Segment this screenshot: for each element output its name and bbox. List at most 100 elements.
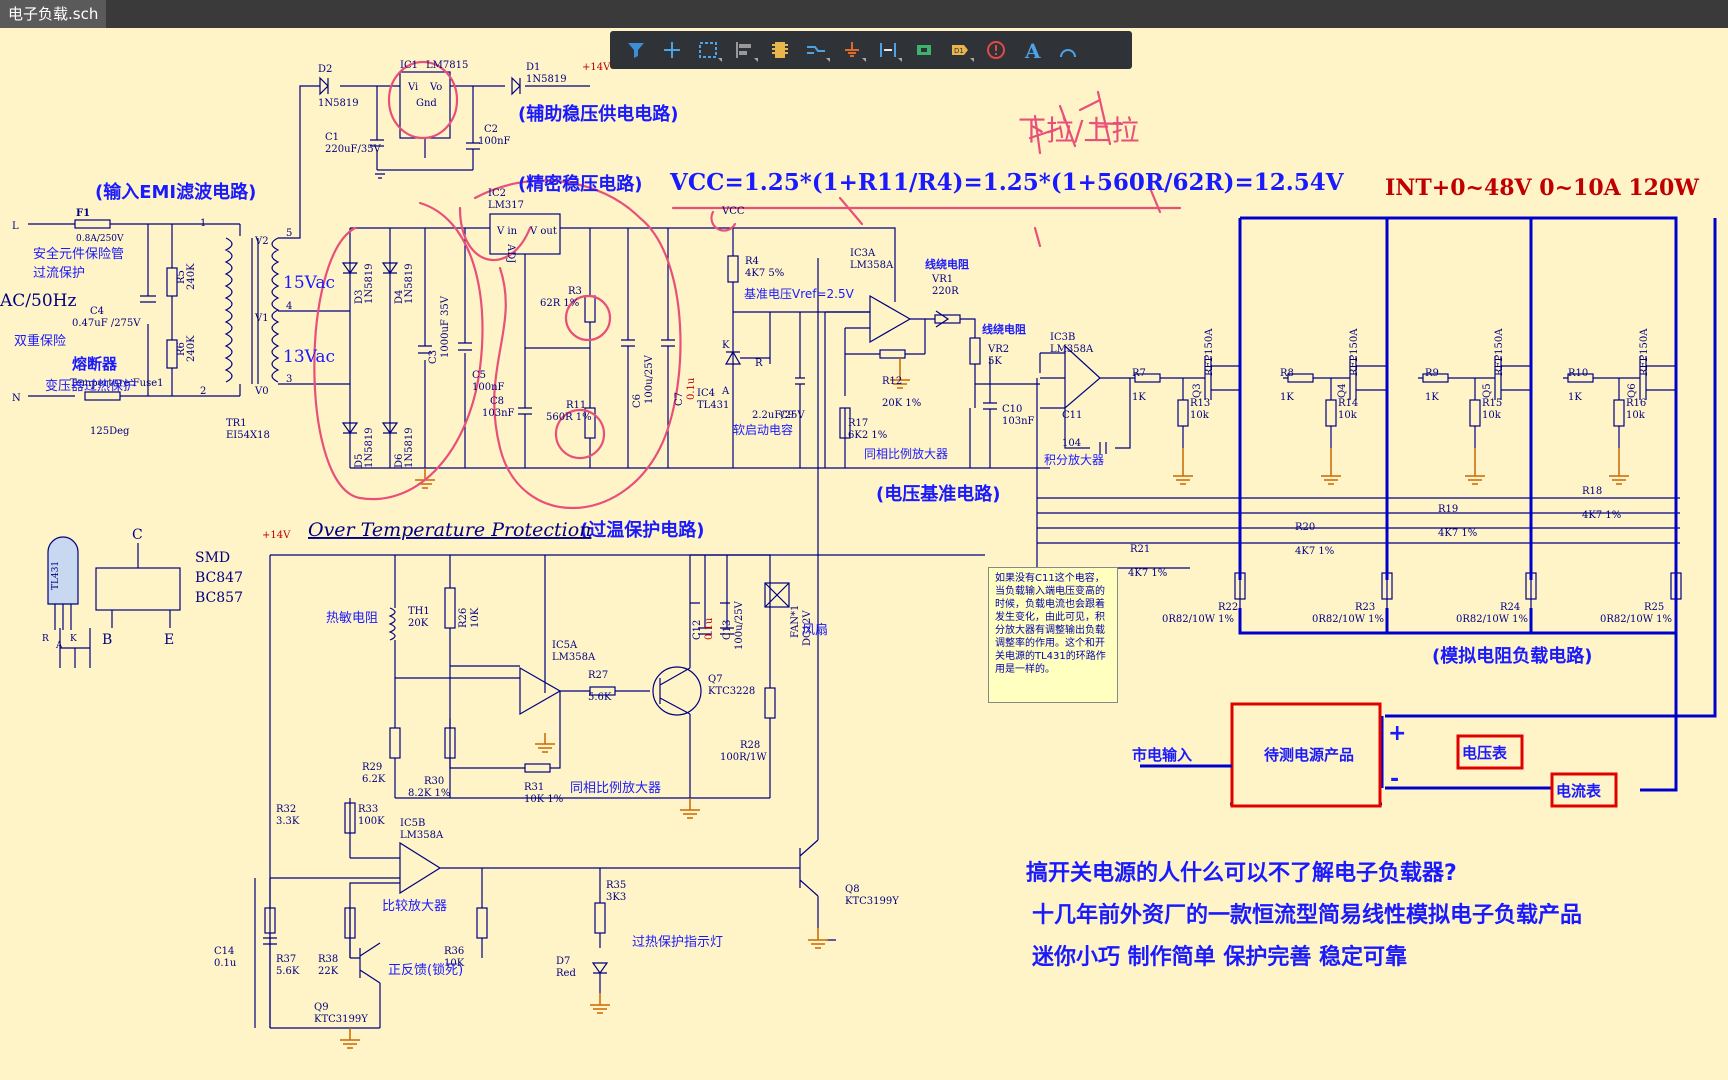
directive-icon[interactable] — [978, 35, 1014, 65]
r10-ref: R10 — [1568, 368, 1588, 379]
r4-val: 4K7 5% — [745, 268, 784, 279]
ic5a-val: LM358A — [552, 652, 596, 663]
bc847-label: BC847 — [195, 570, 243, 586]
section-otp-en: Over Temperature Protection — [308, 519, 591, 541]
r23-ref: R23 — [1355, 602, 1375, 613]
r36-val: 10K — [444, 958, 465, 969]
ic4-ref: IC4 — [697, 388, 715, 399]
arc-icon[interactable] — [1050, 35, 1086, 65]
component-icon[interactable] — [762, 35, 798, 65]
d5-ref: D5 — [354, 454, 365, 468]
r14-ref: R14 — [1338, 398, 1358, 409]
wire-res-1: 线绕电阻 — [925, 257, 969, 271]
align-icon[interactable] — [726, 35, 762, 65]
r12-ref: R12 — [882, 376, 902, 387]
c4-ref: C4 — [90, 306, 104, 317]
r31-ref: R31 — [524, 782, 544, 793]
overcurrent-text: 过流保护 — [33, 266, 85, 281]
ground-icon[interactable] — [834, 35, 870, 65]
r27-val: 5.6K — [588, 692, 612, 703]
bus-icon[interactable] — [870, 35, 906, 65]
r32-val: 3.3K — [276, 816, 300, 827]
integrator-text: 积分放大器 — [1044, 452, 1104, 467]
document-tab[interactable]: 电子负载.sch — [0, 0, 107, 28]
load-spec: INT+0~48V 0~10A 120W — [1385, 175, 1699, 201]
r35-val: 3K3 — [606, 892, 626, 903]
schematic-canvas[interactable]: (输入EMI滤波电路) (辅助稳压供电电路) (精密稳压电路) (电压基准电路)… — [0, 28, 1728, 1080]
net-label-icon[interactable]: D1 — [942, 35, 978, 65]
r18-val: 4K7 1% — [1582, 510, 1621, 521]
slogan-1: 搞开关电源的人什么可以不了解电子负载器? — [1026, 860, 1457, 886]
c3-ref: C3 — [428, 350, 439, 364]
r21-ref: R21 — [1130, 544, 1150, 555]
select-rect-icon[interactable] — [690, 35, 726, 65]
d2-ref: D2 — [318, 64, 332, 75]
c8-ref: C8 — [490, 396, 504, 407]
crosshair-icon[interactable] — [654, 35, 690, 65]
tr-v2: V2 — [254, 236, 269, 247]
pin-e: E — [164, 632, 174, 648]
c14-ref: C14 — [214, 946, 234, 957]
vr1-val: 220R — [932, 286, 959, 297]
mains-input-label: 市电输入 — [1132, 746, 1192, 764]
r12-val: 20K 1% — [882, 398, 921, 409]
c6-ref: C6 — [632, 394, 643, 408]
port-icon[interactable] — [906, 35, 942, 65]
r24-val: 0R82/10W 1% — [1456, 614, 1528, 625]
r3-val: 62R 1% — [540, 298, 579, 309]
vr1-ref: VR1 — [931, 274, 953, 285]
r19-ref: R19 — [1438, 504, 1458, 515]
c9-val: 2.2uF/25V — [752, 410, 805, 421]
r24-ref: R24 — [1500, 602, 1520, 613]
q5-val: RFP150A — [1494, 328, 1505, 376]
r15-val: 10k — [1482, 410, 1502, 421]
c5-ref: C5 — [472, 370, 486, 381]
tr-pin3: 3 — [286, 374, 292, 385]
section-precision: (精密稳压电路) — [518, 173, 642, 195]
r37-ref: R37 — [276, 954, 296, 965]
r31-val: 10K 1% — [524, 794, 563, 805]
q7-ref: Q7 — [708, 674, 723, 685]
handwriting-note: 下拉/上拉 — [1018, 114, 1139, 147]
v13-label: 13Vac — [283, 347, 335, 367]
r33-ref: R33 — [358, 804, 378, 815]
text-icon[interactable]: A — [1014, 35, 1050, 65]
comparator-text: 比较放大器 — [382, 899, 447, 914]
c11-val: 104 — [1062, 438, 1081, 449]
c12-ref: C12 — [692, 620, 703, 640]
c14-val: 0.1u — [214, 958, 237, 969]
tr-v0: V0 — [254, 386, 269, 397]
safety-text: 安全元件保险管 — [33, 246, 124, 262]
r37-val: 5.6K — [276, 966, 300, 977]
r26-val: 10K — [470, 607, 481, 628]
section-emi: (输入EMI滤波电路) — [95, 181, 256, 203]
c10-val: 103nF — [1002, 416, 1035, 427]
ic1-gnd: Gnd — [416, 98, 437, 109]
tr1-ref: TR1 — [226, 418, 247, 429]
ic1-val: LM7815 — [426, 60, 468, 71]
ic4-r: R — [755, 358, 763, 369]
schematic-toolbar: D1 A — [610, 31, 1132, 69]
label-N: N — [12, 393, 21, 404]
aux-14v: +14V — [582, 62, 611, 73]
vcc-label: VCC — [721, 206, 745, 217]
wire-icon[interactable] — [798, 35, 834, 65]
noninv-text-1: 同相比例放大器 — [864, 446, 948, 461]
vr2-val: 5K — [988, 356, 1002, 367]
r17-val: 6K2 1% — [848, 430, 887, 441]
r25-ref: R25 — [1644, 602, 1664, 613]
title-bar: 电子负载.sch — [0, 0, 1728, 28]
r20-val: 4K7 1% — [1295, 546, 1334, 557]
filter-icon[interactable] — [618, 35, 654, 65]
r7-val: 1K — [1132, 392, 1146, 403]
tl-pin-a: A — [55, 641, 63, 651]
tr1-val: EI54X18 — [226, 430, 270, 441]
c2-ref: C2 — [484, 124, 498, 135]
ic5a-ref: IC5A — [552, 640, 578, 651]
r3-ref: R3 — [568, 286, 582, 297]
r26-ref: R26 — [458, 608, 469, 628]
c7-ref: C7 — [674, 392, 685, 406]
q5-ref: Q5 — [1482, 383, 1493, 398]
d5-val: 1N5819 — [364, 427, 375, 468]
ic4-k: K — [722, 340, 730, 351]
